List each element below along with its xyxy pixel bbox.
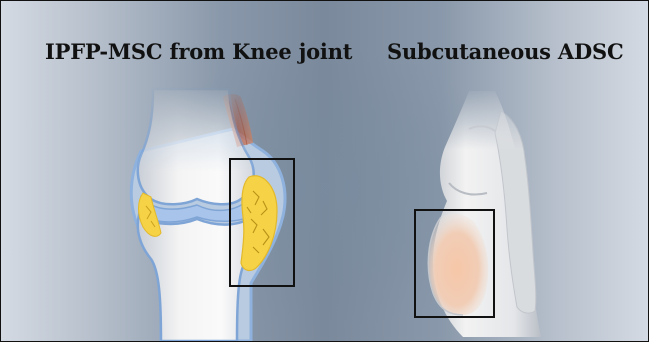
abdomen-illustration bbox=[415, 91, 541, 337]
infrapatellar-fat-pad bbox=[241, 176, 277, 271]
knee-joint-illustration bbox=[131, 89, 294, 341]
